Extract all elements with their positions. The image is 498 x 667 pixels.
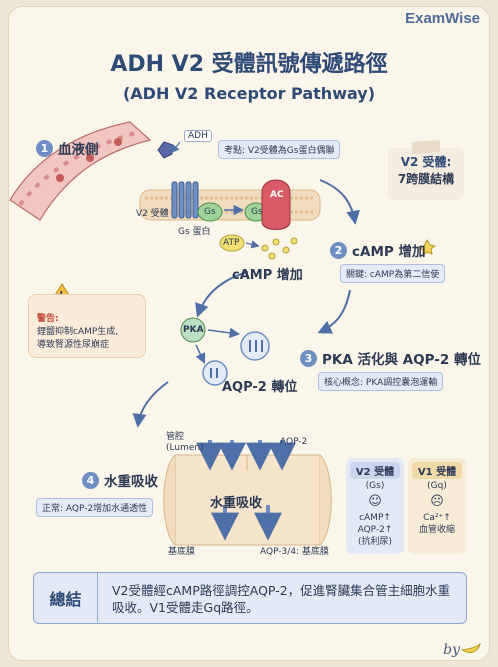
water-reabsorption-label: 水重吸收 (210, 496, 263, 511)
exam-point-tag: 考點: V2受體為Gs蛋白偶聯 (218, 140, 341, 159)
aqp2-label: AQP-2 (280, 437, 308, 447)
camp-molecules (261, 237, 298, 260)
v1-compare-sub: (Gq) (427, 481, 447, 491)
arrow-to-step2 (319, 179, 360, 225)
summary-label: 總結 (34, 573, 98, 622)
tape-decoration (411, 140, 441, 154)
gs-protein-icon (197, 202, 223, 222)
step-2-label: cAMP 增加 (352, 244, 426, 260)
core-concept-tag: 核心概念: PKA調控囊泡運輸 (318, 372, 444, 391)
camp-increase-label: cAMP 增加 (232, 268, 303, 283)
step-1-label: 血液側 (58, 142, 99, 158)
atp-icon (219, 234, 245, 252)
aqp2-translocation-label: AQP-2 轉位 (222, 380, 298, 395)
summary-box: 總結 V2受體經cAMP路徑調控AQP-2，促進腎臟集合管主細胞水重吸收。V1受… (33, 572, 467, 624)
adh-molecule (157, 141, 174, 159)
ac-label: AC (270, 190, 284, 200)
step-1-number: 1 (36, 139, 53, 157)
step-4: 4 水重吸收 (82, 470, 158, 490)
v2-compare-box: V2 受體 (Gs) ☺ cAMP↑ AQP-2↑ (抗利尿) (346, 458, 404, 554)
key-tag: 關鍵: cAMP為第二信使 (340, 264, 446, 283)
v2-receptor-icon (171, 181, 199, 219)
step-3: 3 PKA 活化與 AQP-2 轉位 (300, 348, 481, 368)
step-2: 2 cAMP 增加 (330, 240, 425, 260)
v1-compare-line-1: Ca²⁺↑ (423, 513, 451, 523)
v2-receptor-label: V2 受體 (136, 209, 169, 219)
neutral-face-icon: ☹ (430, 494, 444, 509)
v2-compare-line-3: (抗利尿) (357, 537, 393, 547)
warning-title: 警告: (37, 314, 59, 324)
signature: by (443, 642, 460, 658)
page-title: ADH V2 受體訊號傳遞路徑 (110, 52, 388, 77)
smile-face-icon: ☺ (368, 494, 382, 509)
v2-compare-line-1: cAMP↑ (359, 513, 391, 523)
step-4-label: 水重吸收 (104, 474, 158, 490)
adh-label: ADH (184, 130, 212, 142)
v1-compare-box: V1 受體 (Gq) ☹ Ca²⁺↑ 血管收縮 (408, 458, 466, 554)
arrow-to-step4 (132, 381, 169, 428)
normal-tag: 正常: AQP-2增加水通透性 (36, 498, 154, 517)
v1-compare-header: V1 受體 (412, 462, 462, 479)
warning-line-1: 鋰鹽抑制cAMP生成, (37, 327, 119, 337)
v2-compare-sub: (Gs) (365, 481, 385, 491)
pka-label: PKA (183, 325, 204, 335)
gs-protein-label: Gs 蛋白 (178, 227, 211, 237)
banana-icon (460, 642, 481, 653)
step-1: 1 血液側 (36, 138, 99, 158)
pka-icon (180, 317, 206, 343)
v2-compare-line-2: AQP-2↑ (357, 525, 393, 535)
warning-line-2: 導致腎源性尿崩症 (37, 340, 110, 350)
warning-box: 警告: 鋰鹽抑制cAMP生成, 導致腎源性尿崩症 (28, 294, 146, 358)
gs-label: Gs (204, 207, 216, 217)
v1-compare-line-2: 血管收縮 (418, 525, 455, 535)
v2-compare-header: V2 受體 (350, 462, 400, 479)
brand-logo: ExamWise (405, 10, 480, 27)
sparkle-icon (417, 238, 437, 256)
step-2-number: 2 (330, 241, 347, 259)
adenylyl-cyclase-icon (261, 179, 291, 230)
blood-vessel (9, 121, 152, 221)
arrow-to-step3 (317, 289, 351, 334)
water-flow-arrows (196, 440, 296, 541)
step-4-number: 4 (82, 471, 99, 489)
step-3-label: PKA 活化與 AQP-2 轉位 (322, 352, 481, 368)
arrow-to-pka (195, 271, 249, 318)
basolateral-label: 基底膜 (168, 547, 196, 557)
aqp34-label: AQP-3/4: 基底膜 (260, 547, 329, 557)
v2-receptor-note: V2 受體: 7跨膜結構 (388, 140, 464, 200)
note-line-2: 7跨膜結構 (397, 172, 455, 186)
atp-label: ATP (223, 238, 240, 248)
page-subtitle: (ADH V2 Receptor Pathway) (122, 84, 376, 103)
step-3-number: 3 (300, 349, 317, 367)
lumen-label: 管腔 (Lumen) (166, 432, 204, 453)
gs-active-label: Gs (251, 207, 263, 217)
summary-text: V2受體經cAMP路徑調控AQP-2，促進腎臟集合管主細胞水重吸收。V1受體走G… (112, 583, 451, 615)
note-line-1: V2 受體: (400, 155, 452, 169)
